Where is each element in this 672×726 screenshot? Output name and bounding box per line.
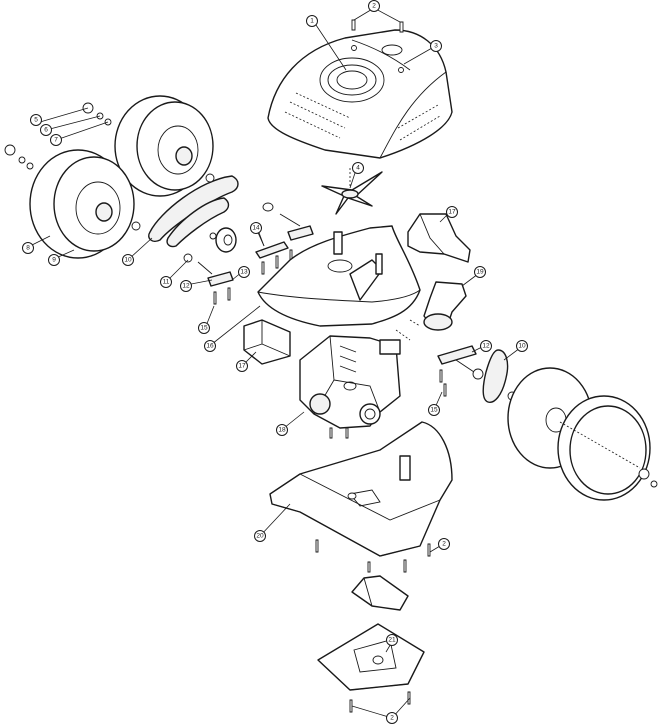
callout: 8 [22,242,34,254]
callout: 2 [368,0,380,12]
svg-text:9: 9 [52,257,56,264]
wheel-washers [4,102,193,263]
callout: 9 [48,254,60,266]
skid [351,561,409,611]
svg-text:12: 12 [482,343,490,350]
hose-fitting [395,281,467,341]
cover-grille [319,57,385,103]
front-left-wheel [29,149,135,259]
callout: 20 [254,530,266,542]
axle-clips-left [197,202,314,305]
callout: 15 [428,404,440,416]
callout: 16 [204,340,216,352]
callout: 1 [306,15,318,27]
rear-left-wheel [114,95,214,197]
callout: 6 [40,124,52,136]
callout: 21 [386,634,398,646]
cover-screws [351,19,404,33]
svg-text:16: 16 [206,343,214,350]
callout: 12 [480,340,492,352]
svg-text:13: 13 [240,269,248,276]
callout: 7 [50,134,62,146]
callout: 10 [122,254,134,266]
top-cover [267,29,453,159]
svg-text:2: 2 [390,715,394,722]
svg-text:10: 10 [518,343,526,350]
callout: 4 [352,162,364,174]
svg-text:11: 11 [163,279,170,286]
svg-text:10: 10 [124,257,132,264]
svg-text:2: 2 [372,3,376,10]
callout: 10 [516,340,528,352]
svg-text:3: 3 [434,43,438,50]
right-belt [482,349,517,403]
svg-text:14: 14 [252,225,260,232]
callout: 17 [446,206,458,218]
right-bracket [407,213,471,263]
svg-text:2: 2 [442,541,446,548]
drive-belts [148,173,239,253]
svg-text:17: 17 [238,363,246,370]
lower-chassis [269,421,453,573]
callout: 14 [250,222,262,234]
callout: 3 [430,40,442,52]
svg-text:18: 18 [278,427,286,434]
axle-clips-right [437,345,484,397]
svg-text:19: 19 [476,269,484,276]
callout: 17 [236,360,248,372]
gearbox [299,335,401,439]
svg-text:6: 6 [44,127,48,134]
callout: 12 [180,280,192,292]
callout: 5 [30,114,42,126]
svg-text:15: 15 [200,325,208,332]
svg-text:21: 21 [388,637,396,644]
svg-text:12: 12 [182,283,190,290]
upper-housing [257,225,421,327]
impeller [321,168,383,215]
callout: 15 [198,322,210,334]
base-plate [317,623,425,713]
callout: 19 [474,266,486,278]
right-wheel [507,367,658,501]
callout: 11 [160,276,172,288]
svg-text:20: 20 [256,533,264,540]
svg-text:1: 1 [310,18,314,25]
callout: 13 [238,266,250,278]
svg-text:8: 8 [26,245,30,252]
svg-text:5: 5 [34,117,38,124]
svg-text:15: 15 [430,407,438,414]
callout: 2 [386,712,398,724]
svg-text:4: 4 [356,165,360,172]
callout: 18 [276,424,288,436]
svg-text:7: 7 [54,137,58,144]
callout: 2 [438,538,450,550]
svg-text:17: 17 [448,209,456,216]
